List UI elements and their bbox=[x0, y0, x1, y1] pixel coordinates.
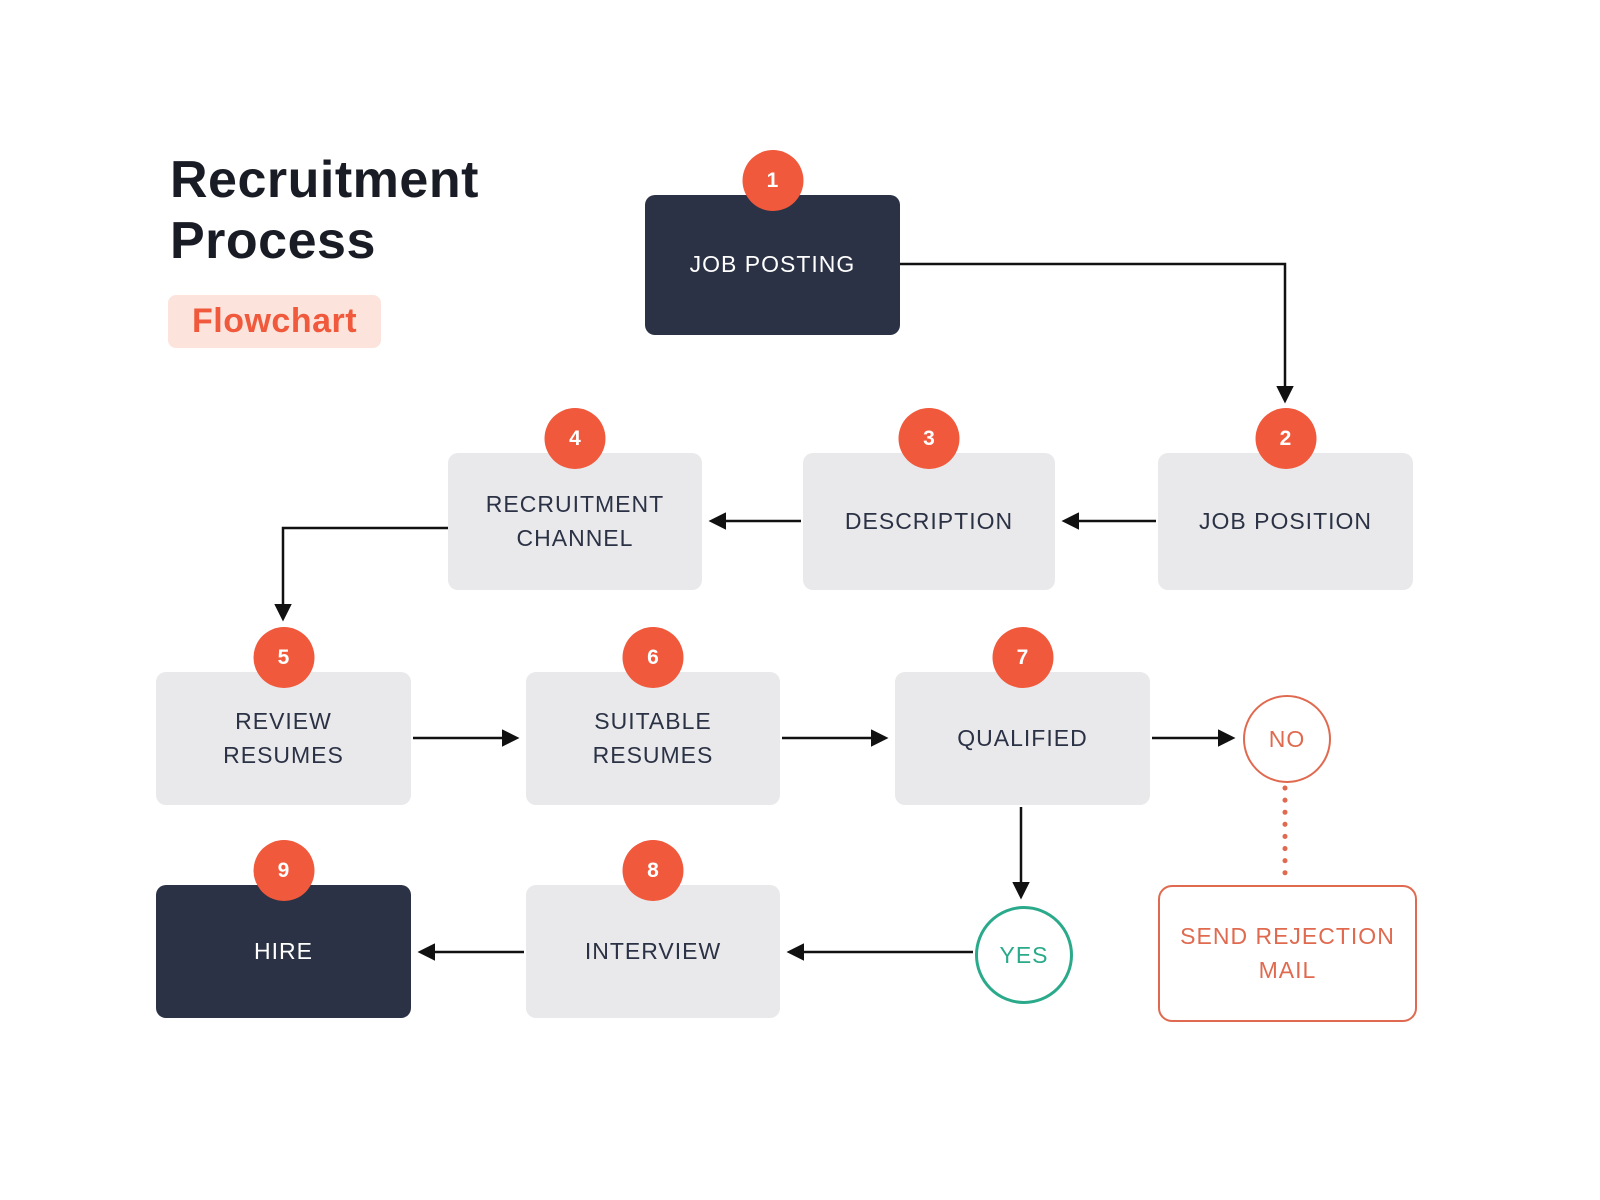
node-job-position: 2 JOB POSITION bbox=[1158, 408, 1413, 590]
node-hire: 9 HIRE bbox=[156, 840, 411, 1018]
flowchart-badge: Flowchart bbox=[168, 295, 382, 348]
node-label: RECRUITMENT CHANNEL bbox=[485, 491, 665, 551]
node-suitable-resumes: 6 SUITABLE RESUMES bbox=[526, 627, 780, 805]
node-label: JOB POSTING bbox=[689, 251, 856, 278]
step-number-badge: 4 bbox=[544, 408, 606, 469]
node-description: 3 DESCRIPTION bbox=[803, 408, 1055, 590]
step-number-badge: 6 bbox=[622, 627, 684, 688]
node-label: REVIEW RESUMES bbox=[223, 708, 344, 768]
step-number-badge: 3 bbox=[898, 408, 960, 469]
node-label: DESCRIPTION bbox=[844, 507, 1014, 534]
step-number-badge: 1 bbox=[742, 150, 803, 211]
node-review-resumes: 5 REVIEW RESUMES bbox=[156, 627, 411, 805]
step-number-badge: 7 bbox=[992, 627, 1053, 688]
node-label: SUITABLE RESUMES bbox=[592, 708, 714, 768]
decision-no: NO bbox=[1243, 695, 1331, 783]
step-number-badge: 8 bbox=[622, 840, 684, 901]
node-label: HIRE bbox=[254, 937, 313, 964]
node-qualified: 7 QUALIFIED bbox=[895, 627, 1150, 805]
node-label: SEND REJECTION MAIL bbox=[1180, 923, 1395, 983]
node-send-rejection-mail: SEND REJECTION MAIL bbox=[1158, 885, 1417, 1022]
node-interview: 8 INTERVIEW bbox=[526, 840, 780, 1018]
edge-recruitmentchannel-reviewresumes bbox=[274, 526, 448, 622]
node-label: QUALIFIED bbox=[957, 724, 1088, 751]
node-label: INTERVIEW bbox=[584, 937, 722, 964]
node-label: JOB POSITION bbox=[1198, 507, 1373, 534]
node-job-posting: 1 JOB POSTING bbox=[645, 150, 900, 335]
page-title: Recruitment Process bbox=[170, 151, 479, 271]
step-number-badge: 5 bbox=[253, 627, 314, 688]
edge-jobposting-jobposition bbox=[900, 262, 1294, 404]
step-number-badge: 2 bbox=[1255, 408, 1316, 469]
decision-yes: YES bbox=[975, 906, 1073, 1004]
node-recruitment-channel: 4 RECRUITMENT CHANNEL bbox=[448, 408, 702, 590]
step-number-badge: 9 bbox=[253, 840, 314, 901]
